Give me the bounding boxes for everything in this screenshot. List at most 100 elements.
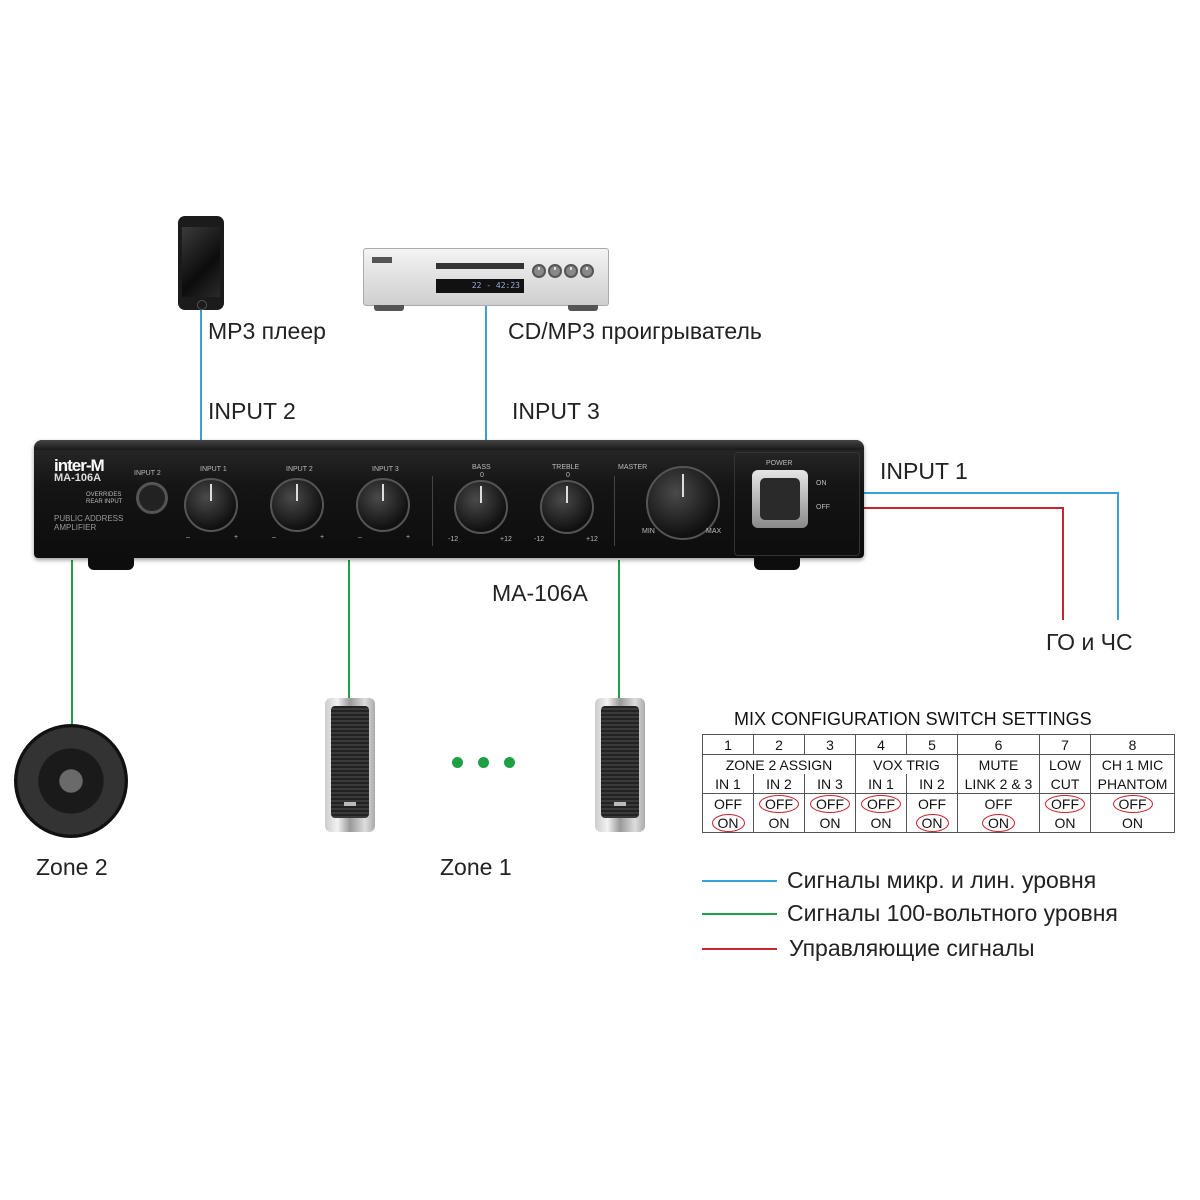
table-row: ON ON ON ON ON ON ON ON — [702, 813, 1175, 833]
switch-on: ON — [870, 814, 892, 831]
bass-label: BASS — [472, 464, 491, 471]
amp-tagline: PUBLIC ADDRESS AMPLIFIER — [54, 514, 124, 532]
switch-number: 4 — [855, 734, 907, 755]
switch-on-selected: ON — [711, 813, 745, 832]
mp3-player-phone-icon — [178, 216, 224, 310]
treble-zero-mark: 0 — [566, 472, 570, 479]
switch-off-selected: OFF — [861, 794, 901, 813]
input1-ctl-label: INPUT 1 — [200, 466, 227, 473]
sub-label: IN 1 — [702, 774, 754, 794]
switch-number: 6 — [957, 734, 1040, 755]
input1-min-mark: – — [186, 534, 190, 541]
sub-label: CUT — [1039, 774, 1091, 794]
treble-knob[interactable] — [540, 480, 594, 534]
power-off-mark: OFF — [816, 504, 830, 511]
go-chs-label: ГО и ЧС — [1046, 629, 1133, 655]
group-vox-trig: VOX TRIG — [855, 754, 958, 774]
legend-blue-line — [702, 880, 777, 882]
legend-green-line — [702, 913, 777, 915]
bass-max-mark: +12 — [500, 536, 512, 543]
ellipsis-dot — [504, 757, 515, 768]
legend-blue-label: Сигналы микр. и лин. уровня — [787, 867, 1097, 893]
ellipsis-dot — [478, 757, 489, 768]
table-row: OFF OFF OFF OFF OFF OFF OFF OFF — [702, 793, 1175, 813]
sub-label: IN 3 — [804, 774, 856, 794]
cd-player-label: CD/MP3 проигрыватель — [508, 318, 762, 344]
legend-green-label: Сигналы 100-вольтного уровня — [787, 900, 1118, 926]
legend-red-label: Управляющие сигналы — [789, 935, 1035, 961]
wire-control — [864, 507, 1064, 620]
master-min-mark: MIN — [642, 528, 655, 535]
switch-on-selected: ON — [915, 813, 949, 832]
switch-settings-table: 1 2 3 4 5 6 7 8 ZONE 2 ASSIGN VOX TRIG M… — [702, 734, 1175, 833]
sub-label: IN 1 — [855, 774, 907, 794]
switch-number: 3 — [804, 734, 856, 755]
power-button[interactable] — [752, 470, 808, 528]
switch-number: 7 — [1039, 734, 1091, 755]
zone1-label: Zone 1 — [440, 854, 512, 880]
input3-knob[interactable] — [356, 478, 410, 532]
switch-number: 1 — [702, 734, 754, 755]
input3-label: INPUT 3 — [512, 398, 600, 424]
switch-number: 5 — [906, 734, 958, 755]
input3-min-mark: – — [358, 534, 362, 541]
switch-number: 2 — [753, 734, 805, 755]
sub-label: PHANTOM — [1090, 774, 1175, 794]
column-speaker-icon — [325, 698, 375, 832]
switch-table-title: MIX CONFIGURATION SWITCH SETTINGS — [734, 709, 1092, 729]
switch-off-selected: OFF — [810, 794, 850, 813]
amp-brand-logo: inter-M — [54, 456, 105, 475]
master-knob[interactable] — [646, 466, 720, 540]
switch-on: ON — [819, 814, 841, 831]
amplifier-ma106a: inter-M MA-106A PUBLIC ADDRESS AMPLIFIER… — [34, 440, 864, 570]
ellipsis-dot — [452, 757, 463, 768]
cd-display: 22 - 42:23 — [436, 279, 524, 293]
treble-max-mark: +12 — [586, 536, 598, 543]
master-max-mark: MAX — [706, 528, 722, 535]
sub-label: IN 2 — [753, 774, 805, 794]
input1-max-mark: + — [234, 534, 239, 541]
power-label: POWER — [766, 460, 793, 467]
cd-player-icon: 22 - 42:23 — [363, 248, 609, 311]
input2-ctl-label: INPUT 2 — [286, 466, 313, 473]
switch-off: OFF — [918, 795, 946, 812]
table-row: 1 2 3 4 5 6 7 8 — [702, 734, 1175, 755]
master-label: MASTER — [618, 464, 648, 471]
override-text: OVERRIDES REAR INPUT — [86, 492, 123, 505]
switch-off-selected: OFF — [759, 794, 799, 813]
input3-ctl-label: INPUT 3 — [372, 466, 399, 473]
switch-off: OFF — [984, 795, 1013, 812]
input2-max-mark: + — [320, 534, 325, 541]
sub-label: IN 2 — [906, 774, 958, 794]
wire-input1 — [864, 492, 1119, 620]
amplifier-model-label: MA-106A — [492, 580, 588, 606]
group-low: LOW — [1039, 754, 1091, 774]
switch-off: OFF — [714, 795, 742, 812]
input1-knob[interactable] — [184, 478, 238, 532]
switch-off-selected: OFF — [1045, 794, 1085, 813]
input1-label: INPUT 1 — [880, 458, 968, 484]
treble-min-mark: -12 — [534, 536, 545, 543]
group-ch1-mic: CH 1 MIC — [1090, 754, 1175, 774]
bass-knob[interactable] — [454, 480, 508, 534]
group-mute: MUTE — [957, 754, 1040, 774]
column-speaker-icon — [595, 698, 645, 832]
table-row: IN 1 IN 2 IN 3 IN 1 IN 2 LINK 2 & 3 CUT … — [702, 774, 1175, 794]
woofer-speaker-icon — [14, 724, 128, 838]
input2-jack[interactable] — [136, 482, 168, 514]
zone2-label: Zone 2 — [36, 854, 108, 880]
bass-min-mark: -12 — [448, 536, 459, 543]
input2-label: INPUT 2 — [208, 398, 296, 424]
amp-model-text: MA-106A — [54, 472, 102, 484]
sub-label: LINK 2 & 3 — [957, 774, 1040, 794]
amp-input2-panel-label: INPUT 2 — [134, 470, 161, 477]
switch-off-selected: OFF — [1112, 794, 1153, 813]
table-row: ZONE 2 ASSIGN VOX TRIG MUTE LOW CH 1 MIC — [702, 754, 1175, 774]
input3-max-mark: + — [406, 534, 411, 541]
power-on-mark: ON — [816, 480, 827, 487]
bass-zero-mark: 0 — [480, 472, 484, 479]
switch-on: ON — [1054, 814, 1076, 831]
legend-red-line — [702, 948, 777, 950]
input2-knob[interactable] — [270, 478, 324, 532]
